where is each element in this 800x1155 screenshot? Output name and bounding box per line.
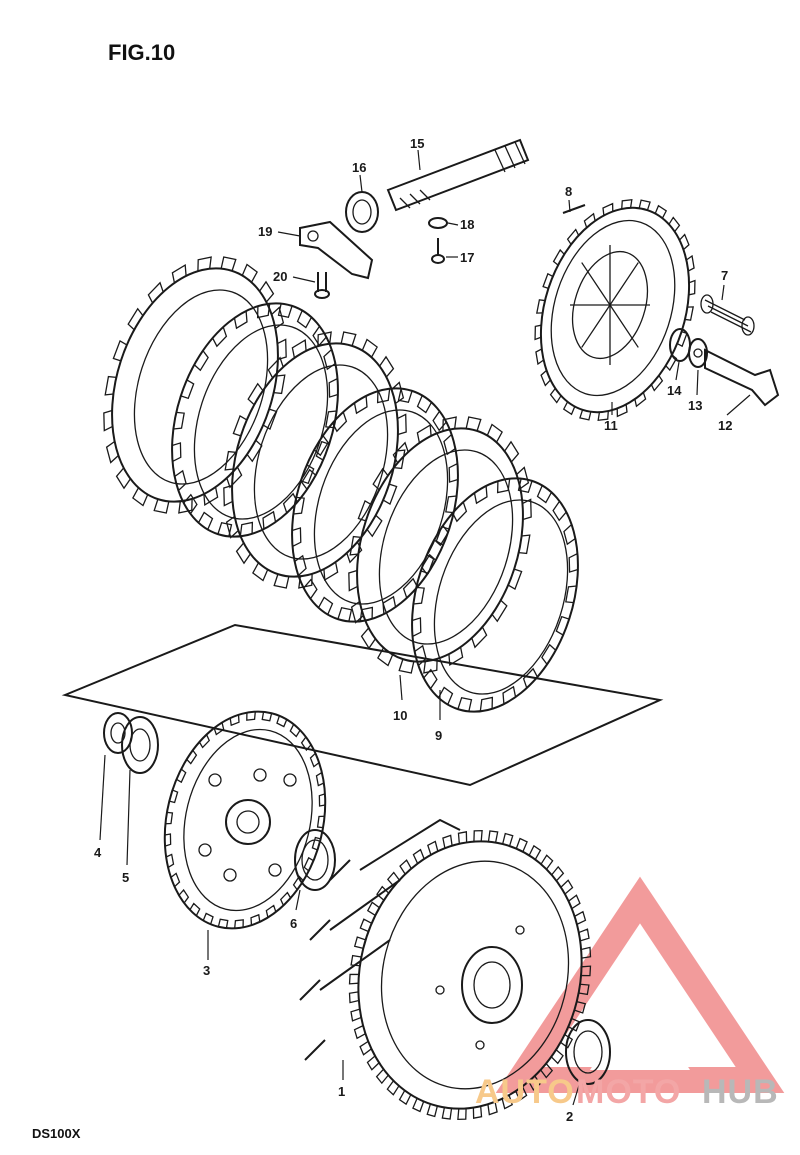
part-label-17: 17 xyxy=(460,250,474,265)
drive-plate xyxy=(291,387,459,623)
figure-title: FIG.10 xyxy=(108,40,175,65)
release-rack xyxy=(704,348,780,407)
bolt-17 xyxy=(431,238,445,264)
part-label-5: 5 xyxy=(122,870,129,885)
part-label-18: 18 xyxy=(460,217,474,232)
clutch-plate-stack xyxy=(103,256,579,713)
nut-4 xyxy=(103,712,133,754)
leader-lines xyxy=(99,149,751,1106)
watermark-text: AUTO MOTO HUB xyxy=(475,1073,779,1111)
part-label-15: 15 xyxy=(410,136,424,151)
part-label-20: 20 xyxy=(273,269,287,284)
assembly-frame xyxy=(61,623,664,787)
part-label-7: 7 xyxy=(721,268,728,283)
part-label-3: 3 xyxy=(203,963,210,978)
part-label-10: 10 xyxy=(393,708,407,723)
friction-plate xyxy=(348,416,532,674)
part-label-12: 12 xyxy=(718,418,732,433)
model-code: DS100X xyxy=(32,1126,81,1141)
watermark-hub: HUB xyxy=(702,1073,779,1111)
part-label-13: 13 xyxy=(688,398,702,413)
washer-5 xyxy=(121,716,159,774)
part-label-9: 9 xyxy=(435,728,442,743)
part-label-2: 2 xyxy=(566,1109,573,1124)
clutch-spring xyxy=(700,294,755,336)
part-label-14: 14 xyxy=(667,383,682,398)
part-label-11: 11 xyxy=(604,418,618,433)
spacer-6 xyxy=(294,829,336,891)
bearing-13 xyxy=(688,338,708,368)
part-label-6: 6 xyxy=(290,916,297,931)
friction-plate xyxy=(103,256,287,514)
thrust-washer-2 xyxy=(565,1019,611,1085)
pin-8 xyxy=(562,204,586,214)
push-rod-shaft xyxy=(386,138,530,212)
part-label-16: 16 xyxy=(352,160,366,175)
pressure-plate xyxy=(534,198,696,422)
washer-18 xyxy=(428,217,448,229)
bolt-20 xyxy=(314,272,330,299)
watermark-moto: MOTO xyxy=(576,1073,681,1111)
release-arm xyxy=(299,220,374,280)
part-label-4: 4 xyxy=(94,845,102,860)
drive-plate xyxy=(411,477,579,713)
clutch-sleeve-hub xyxy=(163,710,327,930)
watermark-auto: AUTO xyxy=(475,1073,575,1111)
part-label-19: 19 xyxy=(258,224,272,239)
primary-driven-gear-housing xyxy=(299,818,592,1121)
part-label-1: 1 xyxy=(338,1084,345,1099)
part-label-8: 8 xyxy=(565,184,572,199)
